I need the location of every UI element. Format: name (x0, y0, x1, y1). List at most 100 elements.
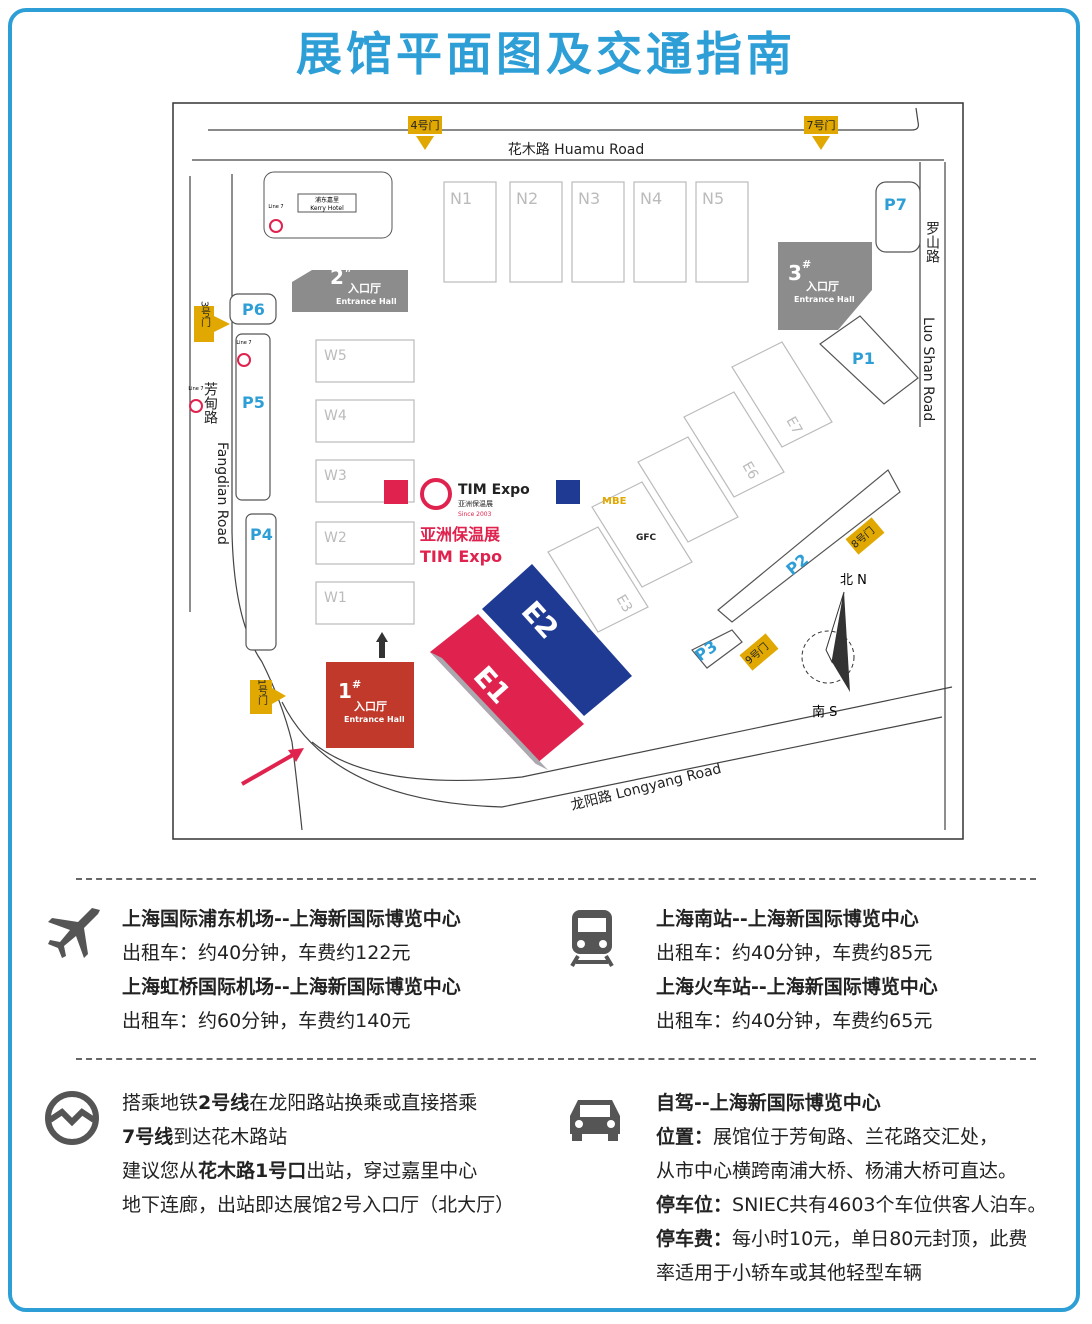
hall-n4-label: N4 (640, 189, 662, 208)
metro-text-1a: 搭乘地铁 (122, 1092, 199, 1114)
drive-fee: 停车费：每小时10元，单日80元封顶，此费 (656, 1222, 1047, 1256)
hall-n1-label: N1 (450, 189, 472, 208)
gate-1-box (250, 680, 272, 714)
parking-p2-area (717, 469, 901, 623)
entrance-hall-3 (778, 242, 872, 330)
tim-logo-since: Since 2003 (458, 511, 492, 518)
hall-e1-side (430, 652, 548, 770)
south-station-taxi: 出租车：约40分钟，车费约85元 (656, 942, 933, 964)
south-station-title: 上海南站--上海新国际博览中心 (656, 908, 919, 930)
arrow-entrance-1-up (376, 632, 388, 658)
drive-location-2: 从市中心横跨南浦大桥、杨浦大桥可直达。 (656, 1160, 1018, 1182)
hongqiao-title: 上海虹桥国际机场--上海新国际博览中心 (122, 976, 461, 998)
location-text: 展馆位于芳甸路、兰花路交汇处， (713, 1126, 999, 1148)
parking-label: 停车位： (656, 1194, 733, 1216)
parking-areas (229, 181, 921, 669)
hall-w5 (315, 339, 415, 383)
hall-e7 (731, 341, 833, 448)
expo-name-cn: 亚洲保温展 (420, 525, 501, 544)
parking-p7-area (875, 181, 921, 253)
gates: 4号门 7号门 3号门 1号门 8号门 9号门 (194, 116, 885, 714)
red-guide-arrowhead (288, 748, 304, 762)
entrance-3-cn: 入口厅 (806, 280, 839, 293)
gate-8-box (845, 517, 885, 555)
metro-icon-kerry (269, 219, 283, 233)
gate-1-label: 1号门 (256, 679, 268, 706)
hall-n5-label: N5 (702, 189, 724, 208)
north-hall-labels: N1 N2 N3 N4 N5 (450, 189, 724, 208)
airplane-icon (48, 908, 100, 958)
drive-fee-2: 率适用于小轿车或其他轻型车辆 (656, 1262, 923, 1284)
hall-e1 (430, 614, 584, 764)
compass-south: 南 S (812, 704, 837, 720)
metro-line-1: 搭乘地铁2号线在龙阳路站换乘或直接搭乘 (122, 1086, 514, 1120)
parking-p7: P7 (884, 195, 907, 214)
gate-4-label: 4号门 (411, 118, 440, 132)
location-label: 位置： (656, 1126, 714, 1148)
hall-e2 (482, 564, 632, 716)
luoshan-road-cn: 罗山路 (924, 221, 940, 263)
parking-p5-area (235, 333, 271, 501)
gate-4-arrow (416, 136, 434, 150)
metro-markers: Line 7 Line 7 Line 7 (188, 204, 284, 413)
red-guide-arrow (241, 750, 299, 786)
hall-e4 (591, 481, 693, 588)
gate-7-box (804, 116, 838, 134)
huamu-road-label: 花木路 Huamu Road (508, 142, 645, 158)
longyang-road-edge-1 (281, 701, 943, 808)
compass-north: 北 N (840, 573, 867, 588)
metro-line-p5: Line 7 (236, 340, 251, 346)
kerry-hotel-en: Kerry Hotel (310, 205, 344, 212)
pudong-title: 上海国际浦东机场--上海新国际博览中心 (122, 908, 461, 930)
tim-logo-text: TIM Expo (458, 482, 530, 498)
entrance-1-cn: 入口厅 (354, 700, 387, 713)
metro-text-2a: 7号线 (122, 1126, 174, 1148)
hall-n2 (509, 181, 563, 283)
hall-w5-label: W5 (324, 348, 347, 364)
parking-p4: P4 (250, 525, 273, 544)
hall-w1-label: W1 (324, 590, 347, 606)
hall-n2-label: N2 (516, 189, 538, 208)
gate-9-box (739, 633, 779, 671)
hall-n3-label: N3 (578, 189, 600, 208)
compass-ring (801, 630, 855, 684)
metro-info: 搭乘地铁2号线在龙阳路站换乘或直接搭乘 7号线到达花木路站 建议您从花木路1号口… (122, 1086, 514, 1222)
gate-1-arrow (272, 688, 286, 704)
train-icon (570, 910, 614, 968)
drive-location: 位置：展馆位于芳甸路、兰花路交汇处， (656, 1120, 1047, 1154)
hall-n3 (571, 181, 625, 283)
metro-text-3a: 建议您从 (122, 1160, 199, 1182)
parking-text: SNIEC共有4603个车位供客人泊车。 (732, 1194, 1047, 1216)
hall-e7-label: E7 (783, 414, 806, 437)
entrance-1-num: 1 (338, 679, 352, 703)
hall-w2 (315, 521, 415, 565)
metro-line-3: 建议您从花木路1号口出站，穿过嘉里中心 (122, 1154, 514, 1188)
west-hall-labels: W5 W4 W3 W2 W1 (324, 348, 347, 606)
gate-4-box (408, 116, 442, 134)
hall-w4-label: W4 (324, 408, 347, 424)
expo-name-en: TIM Expo (420, 547, 502, 566)
compass-needle-dark (832, 592, 850, 692)
fangdian-road-en: Fangdian Road (214, 442, 230, 545)
tim-logo-mark (420, 478, 452, 510)
page-title: 展馆平面图及交通指南 (296, 27, 796, 81)
parking-p6-area (229, 293, 277, 325)
airport-info: 上海国际浦东机场--上海新国际博览中心 出租车：约40分钟，车费约122元 上海… (122, 902, 461, 1038)
venue-map: 花木路 Huamu Road 罗山路 Luo Shan Road 芳甸路 Fan… (172, 102, 964, 840)
fangdian-road-cn: 芳甸路 (202, 381, 218, 424)
hall-w2-label: W2 (324, 530, 347, 546)
drive-title: 自驾--上海新国际博览中心 (656, 1092, 881, 1114)
railway-station-title: 上海火车站--上海新国际博览中心 (656, 976, 938, 998)
east-halls (547, 341, 833, 633)
hall-e6 (683, 391, 785, 498)
car-icon (570, 1100, 620, 1141)
gate-3-arrow (214, 316, 230, 332)
hall-e3-label: E3 (613, 592, 636, 615)
metro-line-2: 7号线到达花木路站 (122, 1120, 514, 1154)
hall-n1 (443, 181, 497, 283)
hall-e6-label: E6 (739, 459, 762, 482)
rail-info: 上海南站--上海新国际博览中心 出租车：约40分钟，车费约85元 上海火车站--… (656, 902, 938, 1038)
fee-label: 停车费： (656, 1228, 733, 1250)
gate-7-label: 7号门 (807, 118, 836, 132)
metro-line-4: 地下连廊，出站即达展馆2号入口厅（北大厅） (122, 1194, 515, 1216)
